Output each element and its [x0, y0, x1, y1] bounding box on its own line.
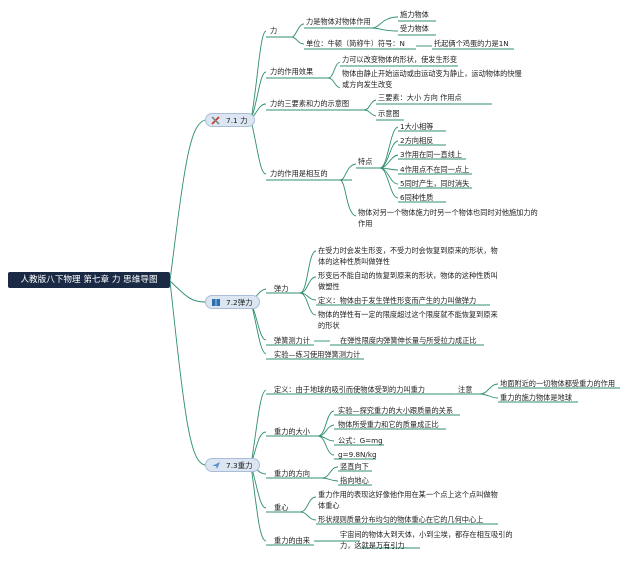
node-e3: 定义：物体由于发生弹性形变而产生的力叫做弹力: [318, 296, 477, 305]
node-e2b: 做塑性: [318, 282, 340, 291]
node-f5: 5同时产生，同时消失: [400, 179, 470, 188]
branch-7-1[interactable]: 7.1 力: [205, 113, 255, 127]
node-effect-2a: 物体由静止开始运动或由运动变为静止，运动物体的快慢: [342, 69, 522, 78]
node-note: 注意: [458, 385, 473, 394]
node-mutual-desc-b: 作用: [358, 219, 373, 228]
root-title: 人教版八下物理 第七章 力 思维导图: [8, 272, 170, 288]
node-s1: 实验—探究重力的大小跟质量的关系: [338, 406, 454, 415]
node-meter: 弹簧测力计: [274, 336, 310, 345]
node-note-2: 重力的施力物体是地球: [500, 393, 572, 402]
node-note-1: 地面附近的一切物体都受重力的作用: [500, 379, 616, 388]
node-li: 力: [270, 26, 278, 35]
node-dir: 重力的方向: [274, 469, 310, 478]
node-c1b: 体重心: [318, 501, 340, 510]
node-three: 力的三要素和力的示意图: [270, 99, 350, 108]
node-s4: g=9.8N/kg: [338, 450, 377, 459]
node-feature: 特点: [358, 157, 373, 166]
node-exp: 实验—练习使用弹簧测力计: [274, 350, 361, 359]
node-s3: 公式：G=mg: [338, 436, 383, 445]
node-o1a: 宇宙间的物体大到天体，小到尘埃，都存在相互吸引的: [340, 530, 513, 539]
node-e4b: 的形状: [318, 321, 340, 330]
node-origin: 重力的由来: [274, 536, 310, 545]
node-c1a: 重力作用的表现这好像他作用在某一个点上这个点叫做物: [318, 490, 498, 499]
node-s2: 物体所受重力和它的质量成正比: [338, 420, 439, 429]
node-f1: 1大小相等: [400, 122, 434, 131]
node-e1a: 在受力时会发生形变，不受力时会恢复到原来的形状，物: [318, 246, 498, 255]
book-icon: [212, 299, 220, 306]
node-d2: 指向地心: [340, 476, 369, 485]
node-effect-1: 力可以改变物体的形状，使发生形变: [342, 55, 458, 64]
node-li-def: 力是物体对物体作用: [306, 17, 371, 26]
node-unit-eg: 托起俩个鸡蛋的力是1N: [434, 39, 509, 48]
branch-label: 7.2弹力: [226, 298, 253, 307]
node-o1b: 力，这就是万有引力: [340, 541, 405, 550]
send-icon: [212, 462, 220, 469]
node-three-2: 示意图: [378, 109, 400, 118]
node-center: 重心: [274, 503, 289, 512]
node-f3: 3作用在同一直线上: [400, 150, 463, 159]
branch-7-3[interactable]: 7.3重力: [205, 458, 260, 472]
node-mutual: 力的作用是相互的: [270, 169, 328, 178]
branch-label: 7.3重力: [226, 461, 253, 470]
node-c2: 形状规则质量分布均匀的物体重心在它的几何中心上: [318, 515, 484, 524]
node-e4a: 物体的弹性有一定的限度超过这个限度就不能恢复到原来: [318, 310, 498, 319]
node-size: 重力的大小: [274, 427, 310, 436]
branch-label: 7.1 力: [226, 116, 248, 125]
node-f6: 6同种性质: [400, 193, 434, 202]
node-e1b: 体的这种性质叫做弹性: [318, 257, 390, 266]
node-f4: 4作用点不在同一点上: [400, 165, 470, 174]
node-d1: 竖直向下: [340, 462, 369, 471]
node-gravity-def: 定义：由于地球的吸引而使物体受到的力叫重力: [274, 385, 425, 394]
node-mutual-desc-a: 物体对另一个物体施力时另一个物体也同时对他施加力的: [358, 208, 538, 217]
node-three-1: 三要素：大小 方向 作用点: [378, 93, 462, 102]
node-shouli: 受力物体: [400, 24, 429, 33]
node-unit: 单位：牛顿（简称牛）符号：N: [306, 39, 405, 48]
node-effect-2b: 或方向发生改变: [342, 80, 393, 89]
tools-icon: [211, 116, 220, 125]
node-e2a: 形变后不能自动的恢复到原来的形状，物体的这种性质叫: [318, 271, 498, 280]
branch-7-2[interactable]: 7.2弹力: [205, 295, 260, 309]
node-effect: 力的作用效果: [270, 67, 314, 76]
node-elastic: 弹力: [274, 284, 289, 293]
node-meter-desc: 在弹性限度内弹簧伸长量与所受拉力成正比: [340, 336, 477, 345]
node-f2: 2方向相反: [400, 136, 434, 145]
node-shili: 施力物体: [400, 10, 429, 19]
